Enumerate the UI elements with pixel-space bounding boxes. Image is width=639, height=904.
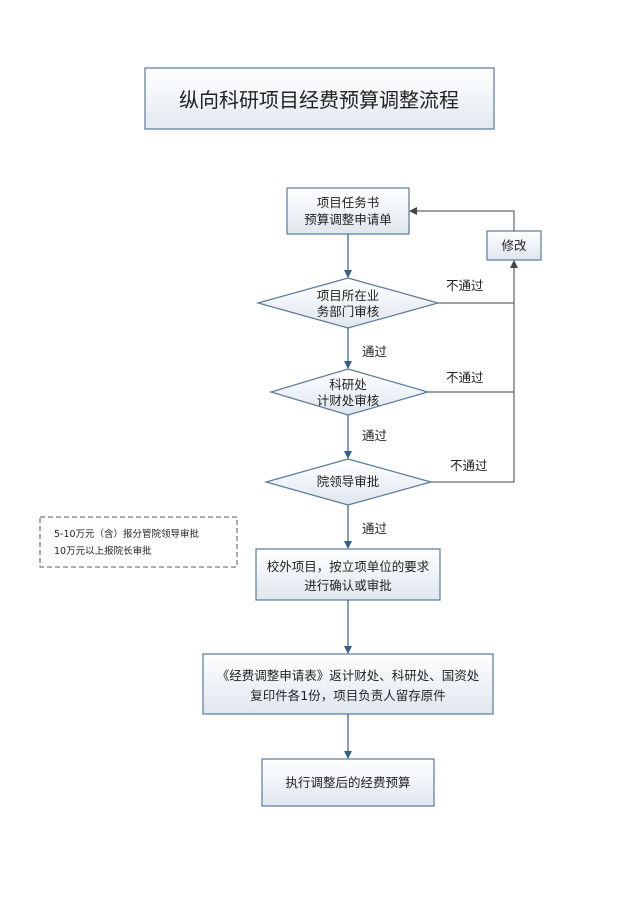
external-project-node: 校外项目，按立项单位的要求 进行确认或审批 <box>255 548 441 601</box>
edge-label-pass-3: 通过 <box>362 521 388 536</box>
leader-approve-decision: 院领导审批 <box>263 458 434 506</box>
finance-review-decision: 科研处 计财处审核 <box>268 368 431 416</box>
arrow-modify-to-start <box>409 207 515 231</box>
finance-review-line2: 计财处审核 <box>317 393 380 408</box>
edge-label-fail-2: 不通过 <box>446 370 484 385</box>
leader-approve-label: 院领导审批 <box>317 474 380 489</box>
submit-form-node: 《经费调整申请表》返计财处、科研处、国资处 复印件各1份，项目负责人留存原件 <box>202 653 494 715</box>
start-node-line1: 项目任务书 <box>317 195 380 210</box>
modify-node-label: 修改 <box>501 238 527 253</box>
edge-label-fail-3: 不通过 <box>450 458 488 473</box>
reject-line-leader-to-modify <box>431 260 518 483</box>
execute-node-label: 执行调整后的经费预算 <box>285 775 410 790</box>
note-line1: 5-10万元（含）报分管院领导审批 <box>54 528 200 540</box>
dept-review-line1: 项目所在业 <box>317 288 380 303</box>
note-box: 5-10万元（含）报分管院领导审批 10万元以上报院长审批 <box>39 516 238 568</box>
modify-node: 修改 <box>486 230 542 261</box>
title-box: 纵向科研项目经费预算调整流程 <box>144 67 495 130</box>
dept-review-decision: 项目所在业 务部门审核 <box>255 277 441 329</box>
note-line2: 10万元以上报院长审批 <box>54 545 152 557</box>
external-project-line2: 进行确认或审批 <box>304 578 392 593</box>
execute-node: 执行调整后的经费预算 <box>261 758 435 807</box>
start-node-line2: 预算调整申请单 <box>304 212 392 227</box>
edge-label-pass-1: 通过 <box>362 344 388 359</box>
edge-label-pass-2: 通过 <box>362 428 388 443</box>
finance-review-line1: 科研处 <box>329 377 367 392</box>
external-project-line1: 校外项目，按立项单位的要求 <box>267 559 430 574</box>
edge-label-fail-1: 不通过 <box>446 278 484 293</box>
submit-form-line2: 复印件各1份，项目负责人留存原件 <box>250 688 445 703</box>
start-node: 项目任务书 预算调整申请单 <box>286 187 410 235</box>
page-title: 纵向科研项目经费预算调整流程 <box>179 88 459 112</box>
submit-form-line1: 《经费调整申请表》返计财处、科研处、国资处 <box>217 668 480 683</box>
dept-review-line2: 务部门审核 <box>317 304 380 319</box>
